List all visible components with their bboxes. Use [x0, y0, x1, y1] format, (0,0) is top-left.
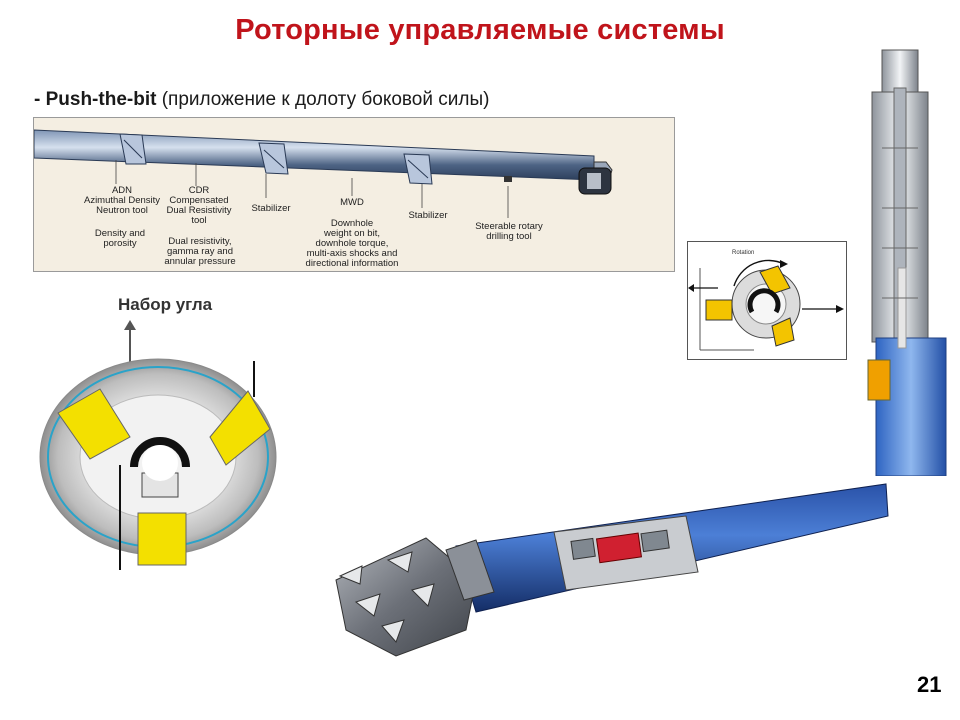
- slide-title: Роторные управляемые системы: [235, 14, 725, 46]
- vertical-cutaway-tool: [867, 49, 947, 476]
- mwd-meas1: Downhole: [330, 218, 374, 229]
- drill-string-illustration: [34, 129, 613, 218]
- page-number: 21: [917, 672, 942, 697]
- mwd-meas4: multi-axis shocks and: [306, 248, 398, 259]
- cdr-meas1: Dual resistivity,: [168, 236, 232, 247]
- mwd-meas2: weight on bit,: [324, 228, 380, 239]
- up-arrow-icon: [124, 320, 136, 366]
- subtitle: - Push-the-bit (приложение к долоту боко…: [34, 89, 489, 111]
- subtitle-bold: - Push-the-bit: [34, 89, 157, 110]
- subtitle-rest: (приложение к долоту боковой силы): [156, 89, 490, 110]
- inset-pad-schematic: [688, 259, 844, 351]
- cdr-desc1: Compensated: [169, 195, 229, 206]
- build-angle-caption: Набор угла: [118, 295, 213, 314]
- mwd-meas5: directional information: [305, 258, 399, 269]
- srt-label1: Steerable rotary: [475, 221, 543, 232]
- srt-label2: drilling tool: [486, 231, 532, 242]
- mwd-meas3: downhole torque,: [315, 238, 389, 249]
- cdr-desc2: Dual Resistivity: [166, 205, 232, 216]
- mwd-label: MWD: [340, 197, 364, 208]
- inset-rotation-diagram: Rotation: [687, 241, 847, 360]
- stabilizer1-label: Stabilizer: [251, 203, 291, 214]
- adn-meas2: porosity: [103, 238, 137, 249]
- stabilizer2-label: Stabilizer: [408, 210, 448, 221]
- cross-section-diagram: [39, 358, 277, 570]
- adn-desc2: Neutron tool: [96, 205, 148, 216]
- bha-diagram: ADN Azimuthal Density Neutron tool Densi…: [33, 117, 675, 272]
- adn-label: ADN: [111, 185, 133, 196]
- cdr-meas2: gamma ray and: [166, 246, 233, 257]
- cdr-meas3: annular pressure: [164, 256, 236, 267]
- adn-meas1: Density and: [94, 228, 146, 239]
- cdr-desc3: tool: [191, 215, 207, 226]
- cdr-label: CDR: [188, 185, 210, 196]
- rss-tool-photo: [335, 483, 889, 657]
- adn-desc1: Azimuthal Density: [83, 195, 161, 206]
- inset-rotation-label: Rotation: [732, 250, 755, 256]
